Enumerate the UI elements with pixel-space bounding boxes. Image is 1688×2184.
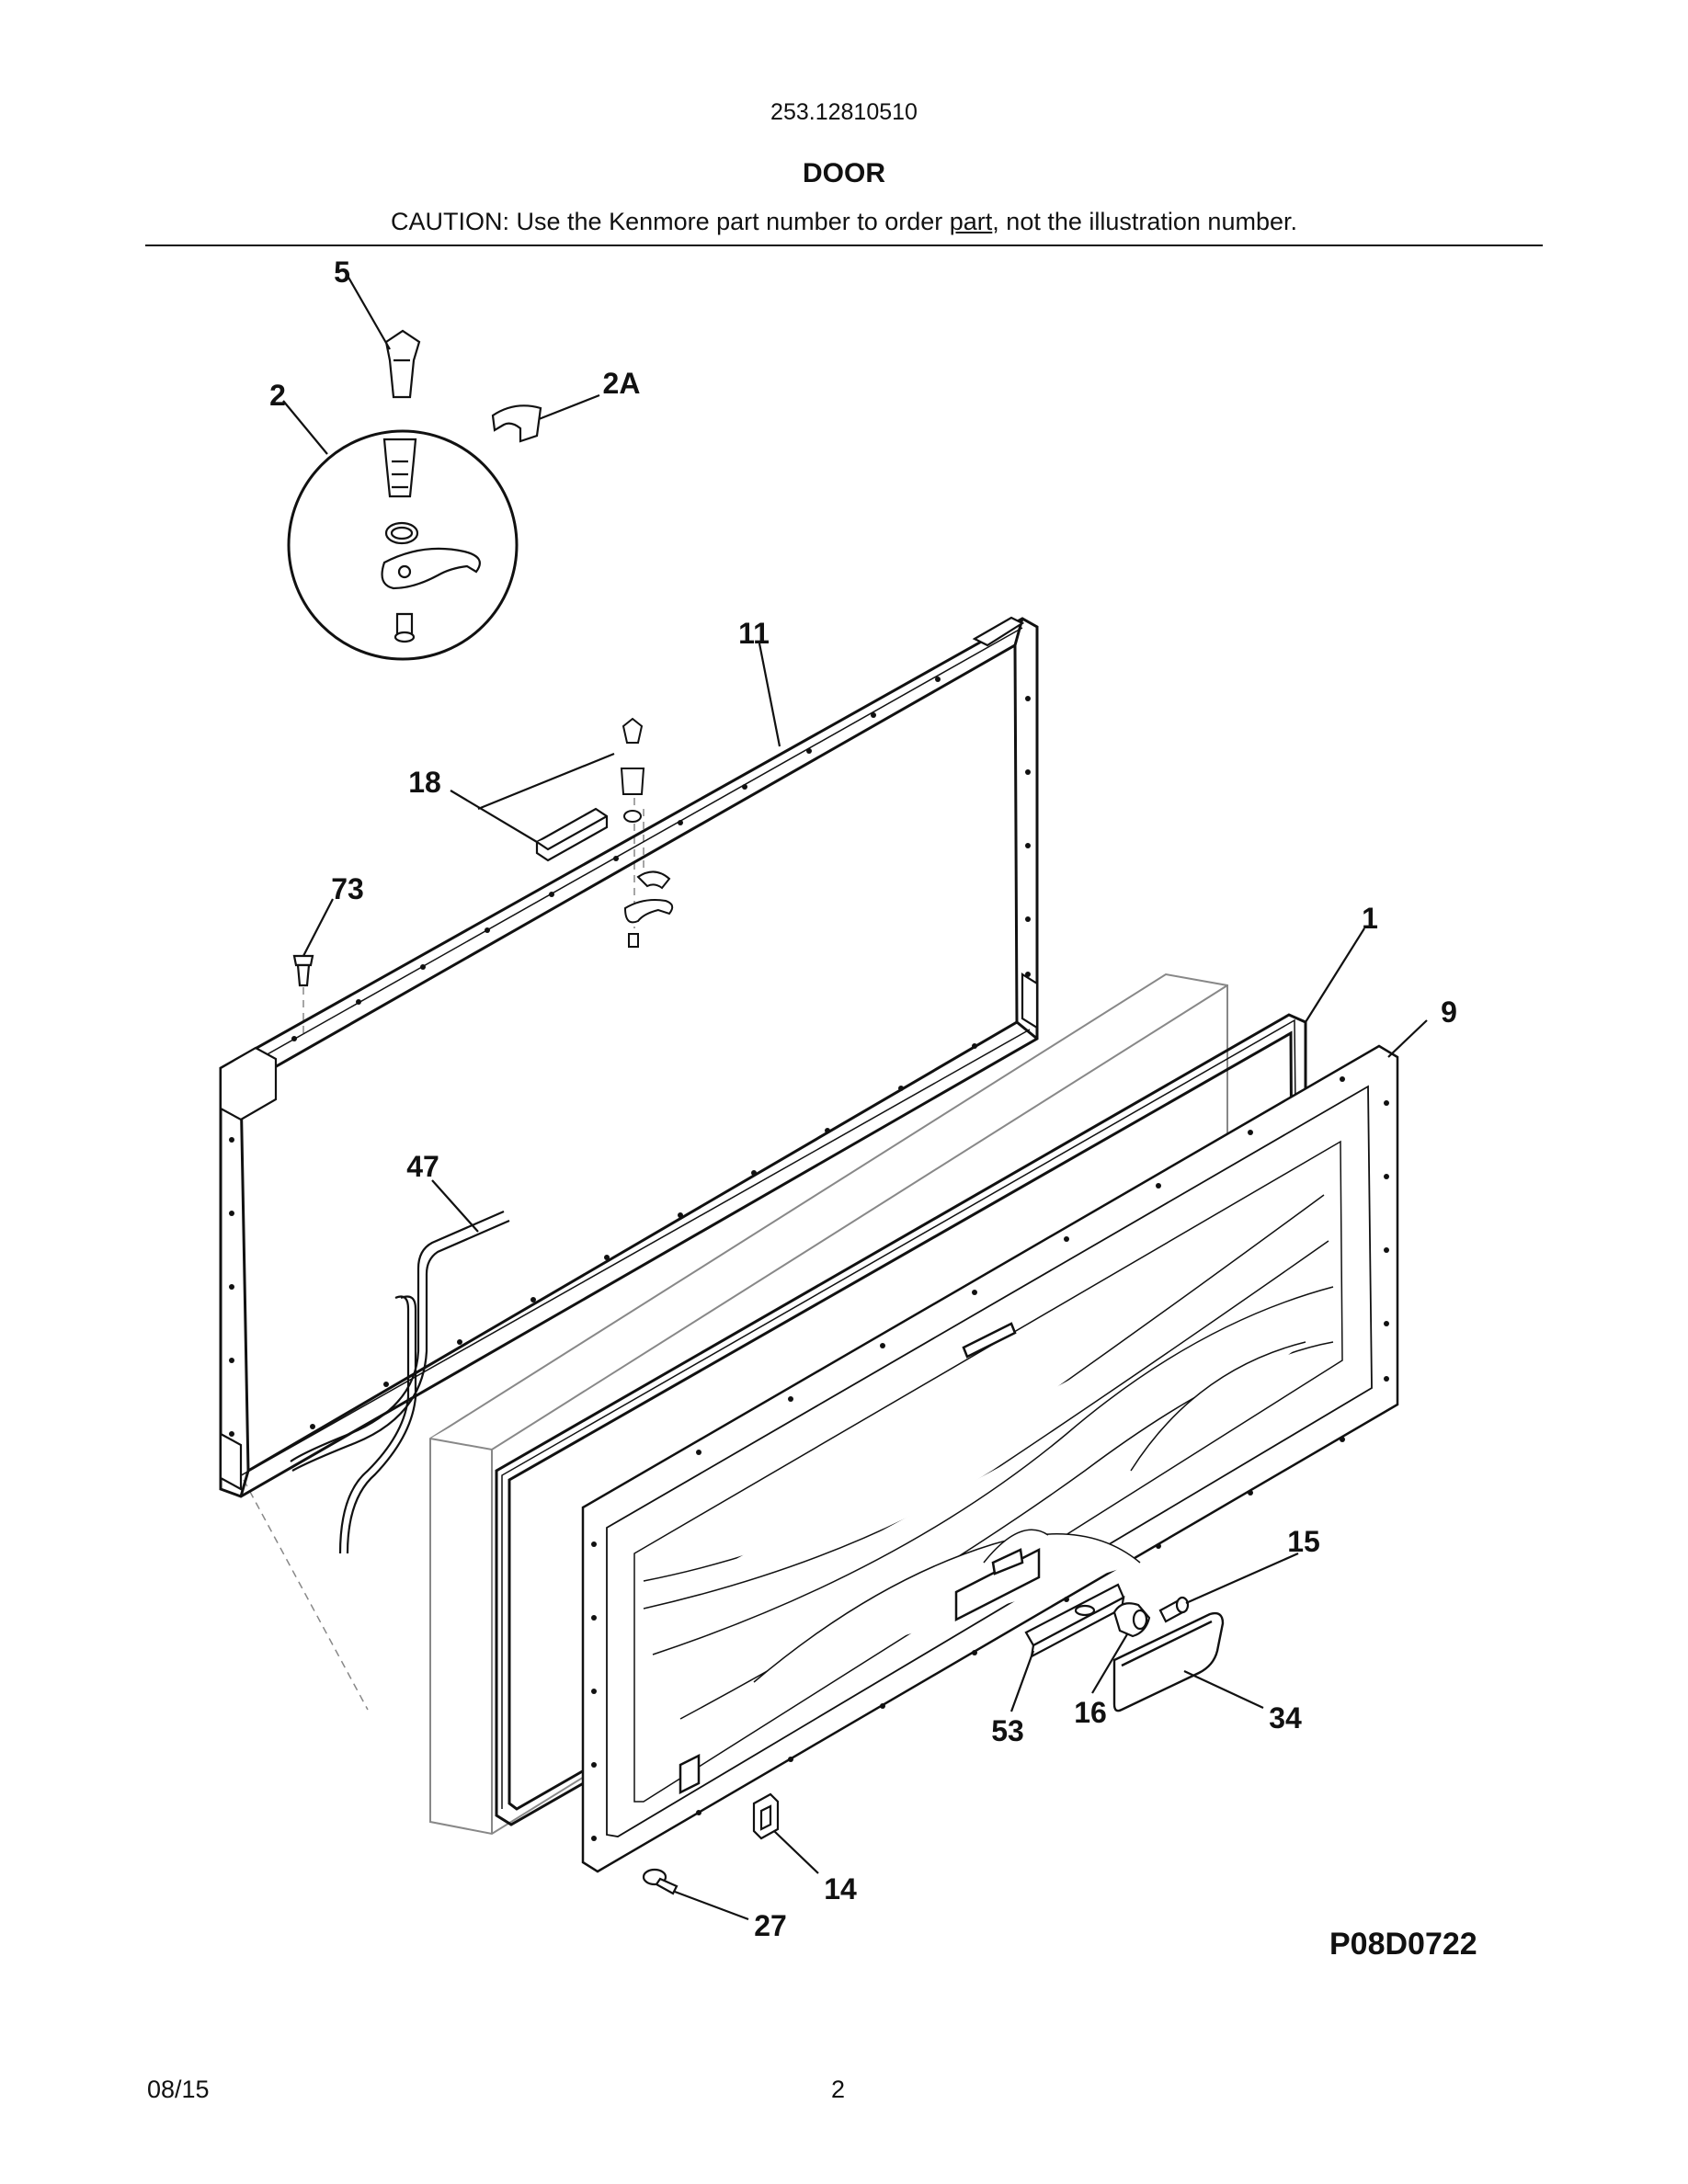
liner-holes (591, 1076, 1389, 1841)
page-number: 2 (831, 2076, 846, 2103)
part-14-switch (752, 1792, 780, 1840)
part-16-knob (1112, 1602, 1151, 1638)
callout-47: 47 (406, 1150, 439, 1183)
part-47-heater-tube (290, 1210, 510, 1554)
hinge-detail-parts (381, 438, 481, 643)
frame-hinge-parts (620, 717, 674, 948)
callout-5: 5 (334, 256, 350, 289)
callout-18: 18 (408, 766, 441, 799)
callout-16: 16 (1074, 1696, 1107, 1729)
caution-underlined-word: part (949, 208, 993, 235)
part-15-pin (1158, 1596, 1190, 1623)
header-rule (145, 245, 1543, 246)
frame-holes (229, 677, 1031, 1437)
callout-1: 1 (1362, 902, 1378, 935)
callout-9: 9 (1441, 995, 1457, 1029)
part-5-hinge-pin (384, 329, 421, 399)
callout-14: 14 (824, 1872, 857, 1905)
callout-2a: 2A (603, 367, 641, 400)
frame-corner-blocks (219, 616, 1039, 1491)
part-2a-clip (491, 404, 542, 443)
part-34-handle (1112, 1611, 1225, 1712)
diagram-code: P08D0722 (1329, 1927, 1477, 1962)
leader-lines (282, 275, 1428, 1921)
part-18-bracket (535, 807, 609, 862)
part-9-door-liner (581, 1044, 1399, 1873)
callout-15: 15 (1287, 1525, 1320, 1558)
callout-34: 34 (1269, 1701, 1302, 1735)
callout-53: 53 (991, 1714, 1024, 1747)
caution-note: CAUTION: Use the Kenmore part number to … (0, 208, 1688, 236)
footer-date: 08/15 (147, 2076, 210, 2103)
part-73-screw (292, 954, 314, 987)
section-title: DOOR (803, 158, 885, 188)
caution-text-end: , not the illustration number. (992, 208, 1297, 235)
callout-11: 11 (738, 617, 770, 650)
hinge-detail-circle (287, 429, 519, 661)
callout-27: 27 (754, 1909, 787, 1942)
part-27-rivet (642, 1868, 679, 1895)
caution-text-start: CAUTION: Use the Kenmore part number to … (391, 208, 950, 235)
model-number: 253.12810510 (770, 99, 918, 125)
callout-73: 73 (331, 872, 364, 905)
callout-2: 2 (269, 379, 286, 412)
